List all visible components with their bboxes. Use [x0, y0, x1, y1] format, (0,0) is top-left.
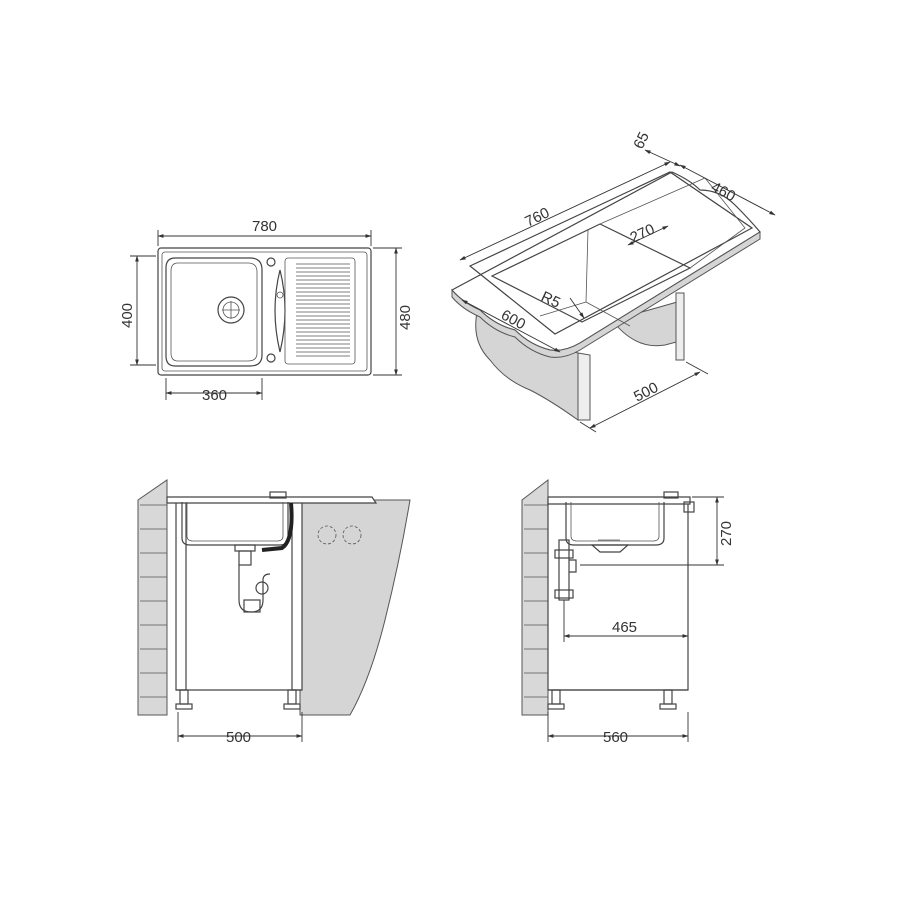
- sink-outline: [157, 247, 372, 376]
- cabinet-side-panel: [675, 292, 685, 361]
- bowl-outline: [165, 257, 263, 367]
- dim-560: 560: [603, 729, 628, 746]
- dim-760: 760: [522, 204, 552, 230]
- drainer-grooves: [284, 257, 356, 365]
- dim-480: 480: [397, 305, 414, 330]
- dim-400: 400: [119, 303, 136, 328]
- sink-bowl-front: [181, 502, 289, 546]
- dim-500-front: 500: [226, 729, 251, 746]
- front-view: 500: [137, 479, 411, 746]
- top-view: 780 400 480 360: [119, 218, 414, 404]
- dim-270-side: 270: [718, 521, 735, 546]
- drain-icon: [217, 296, 245, 324]
- side-view: 270 465 560: [521, 478, 735, 746]
- dim-360: 360: [202, 387, 227, 404]
- dim-65: 65: [630, 129, 653, 151]
- socket-icon: [342, 525, 362, 545]
- perspective-view: 760 65 460 270 R5 600 500: [451, 129, 776, 433]
- dim-465: 465: [612, 619, 637, 636]
- cabinet-right-wall: [299, 499, 411, 716]
- brick-wall: [137, 479, 168, 716]
- socket-icon: [317, 525, 337, 545]
- tap-hole-icon: [266, 257, 276, 267]
- dim-780: 780: [252, 218, 277, 235]
- overflow-icon: [266, 353, 276, 363]
- dim-500-top: 500: [631, 379, 661, 406]
- brick-wall-side: [521, 478, 549, 716]
